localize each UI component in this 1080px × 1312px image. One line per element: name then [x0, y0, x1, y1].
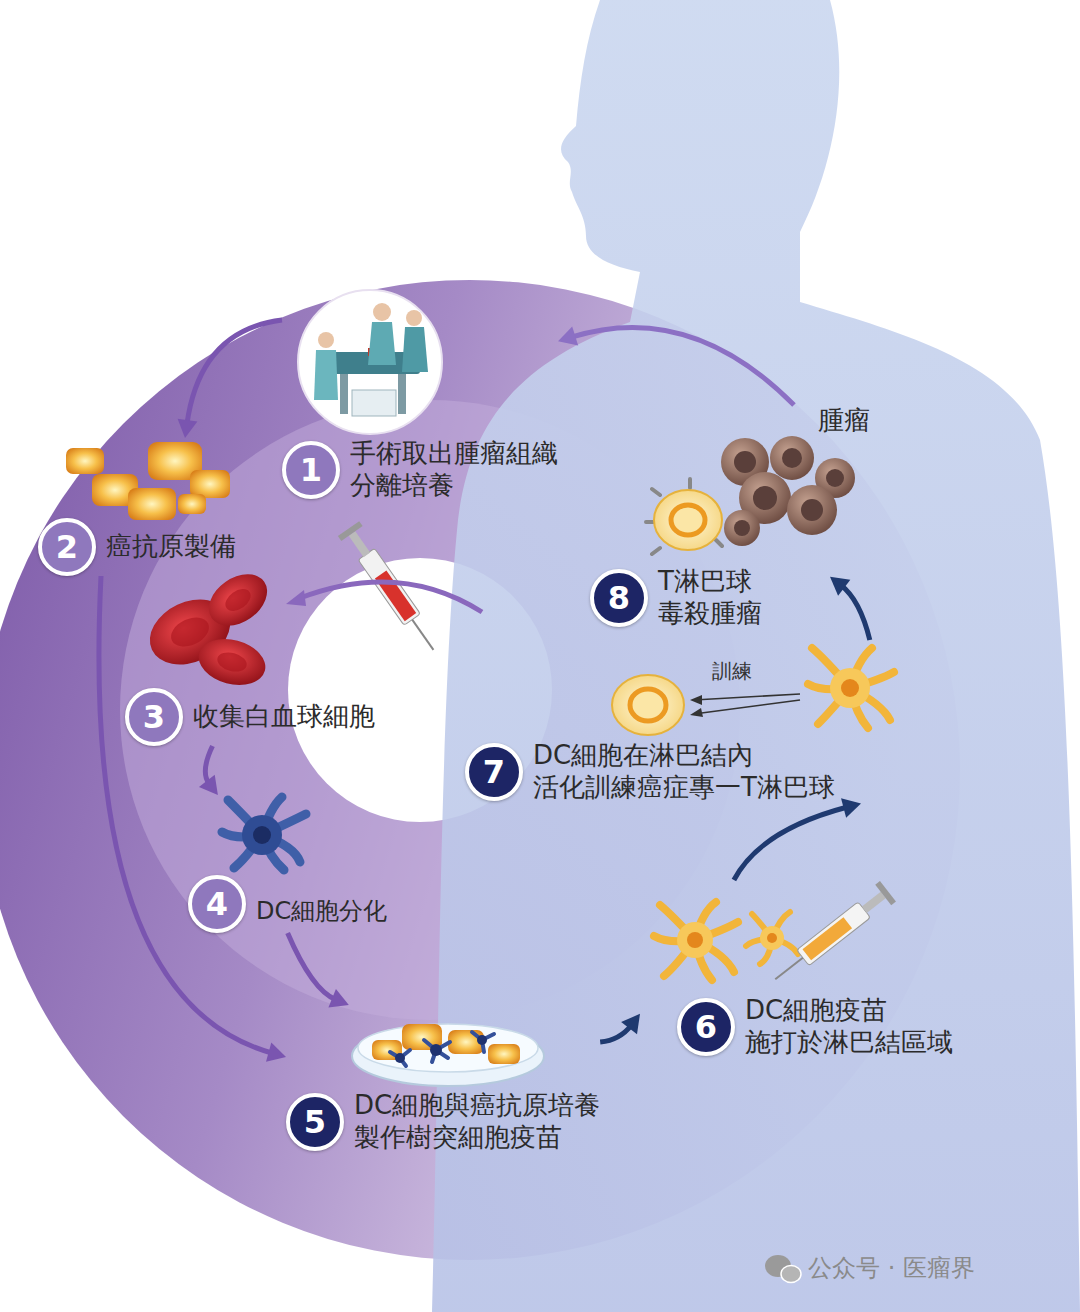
step-node: 8T淋巴球 毒殺腫瘤 [590, 478, 762, 629]
step-label: T淋巴球 毒殺腫瘤 [658, 566, 762, 629]
step-label: DC細胞在淋巴結內 活化訓練癌症專一T淋巴球 [533, 740, 835, 803]
callout-number: 2 [38, 518, 96, 576]
step-label: 收集白血球細胞 [193, 701, 375, 733]
step-row: 3 收集白血球細胞 [125, 688, 375, 746]
callout-number: 8 [590, 569, 648, 627]
step-node: 5DC細胞與癌抗原培養 製作樹突細胞疫苗 [286, 1005, 600, 1153]
step-label: 癌抗原製備 [106, 531, 236, 563]
connector [830, 577, 870, 640]
step-row: 6DC細胞疫苗 施打於淋巴結區域 [677, 995, 953, 1058]
connector [734, 798, 861, 880]
watermark: 公众号 · 医瘤界 [808, 1252, 975, 1284]
arrow-head [328, 989, 348, 1008]
step-node: 3 收集白血球細胞 [125, 578, 375, 746]
arrow-head [178, 419, 198, 438]
picture-area [465, 640, 905, 740]
step-label: DC細胞分化 [256, 897, 387, 926]
connector [600, 1014, 640, 1042]
connector [288, 933, 349, 1007]
callout-number: 7 [465, 743, 523, 801]
arrow-head [199, 775, 218, 795]
connector-line [734, 807, 848, 880]
arrow-head [558, 326, 578, 345]
step-row: 5DC細胞與癌抗原培養 製作樹突細胞疫苗 [286, 1090, 600, 1153]
arrow-head [830, 577, 850, 596]
picture-area [282, 288, 462, 438]
connector [99, 576, 286, 1062]
callout-number: 5 [286, 1093, 344, 1151]
connector-line [571, 327, 794, 405]
connector-line [841, 585, 870, 640]
connector-line [600, 1025, 631, 1042]
step-row: 4 DC細胞分化 [188, 875, 387, 933]
tumor-label: 腫瘤 [818, 405, 870, 437]
step-node: 7DC細胞在淋巴結內 活化訓練癌症專一T淋巴球 [465, 640, 905, 803]
annotation: 訓練 [712, 658, 752, 685]
step-label: DC細胞與癌抗原培養 製作樹突細胞疫苗 [354, 1090, 600, 1153]
callout-number: 4 [188, 875, 246, 933]
connector [199, 746, 218, 795]
picture-area [640, 880, 880, 995]
tumor-node: 腫瘤 [790, 405, 870, 577]
connector [178, 320, 282, 438]
step-node: 1手術取出腫瘤組織 分離培養 [282, 288, 558, 501]
connector-line [187, 320, 282, 424]
picture-area [590, 478, 740, 566]
step-node: 6DC細胞疫苗 施打於淋巴結區域 [640, 880, 953, 1058]
arrow-head [266, 1043, 286, 1062]
picture-area [38, 438, 248, 518]
connector-line [288, 933, 336, 1000]
step-label: DC細胞疫苗 施打於淋巴結區域 [745, 995, 953, 1058]
connector [558, 326, 794, 405]
step-row: 1手術取出腫瘤組織 分離培養 [282, 438, 558, 501]
picture-area [350, 1005, 550, 1090]
picture-area [790, 437, 870, 577]
step-node: 4 DC細胞分化 [188, 795, 387, 933]
step-row: 7DC細胞在淋巴結內 活化訓練癌症專一T淋巴球 [465, 740, 905, 803]
callout-number: 6 [677, 998, 735, 1056]
picture-area [125, 578, 275, 688]
callout-number: 3 [125, 688, 183, 746]
step-node: 2 癌抗原製備 [38, 438, 248, 576]
connector-line [99, 576, 273, 1053]
arrow-head [841, 798, 861, 817]
step-row: 8T淋巴球 毒殺腫瘤 [590, 566, 762, 629]
picture-area [188, 795, 328, 875]
arrow-head [621, 1014, 640, 1034]
step-label: 手術取出腫瘤組織 分離培養 [350, 438, 558, 501]
callout-number: 1 [282, 441, 340, 499]
step-row: 2 癌抗原製備 [38, 518, 248, 576]
